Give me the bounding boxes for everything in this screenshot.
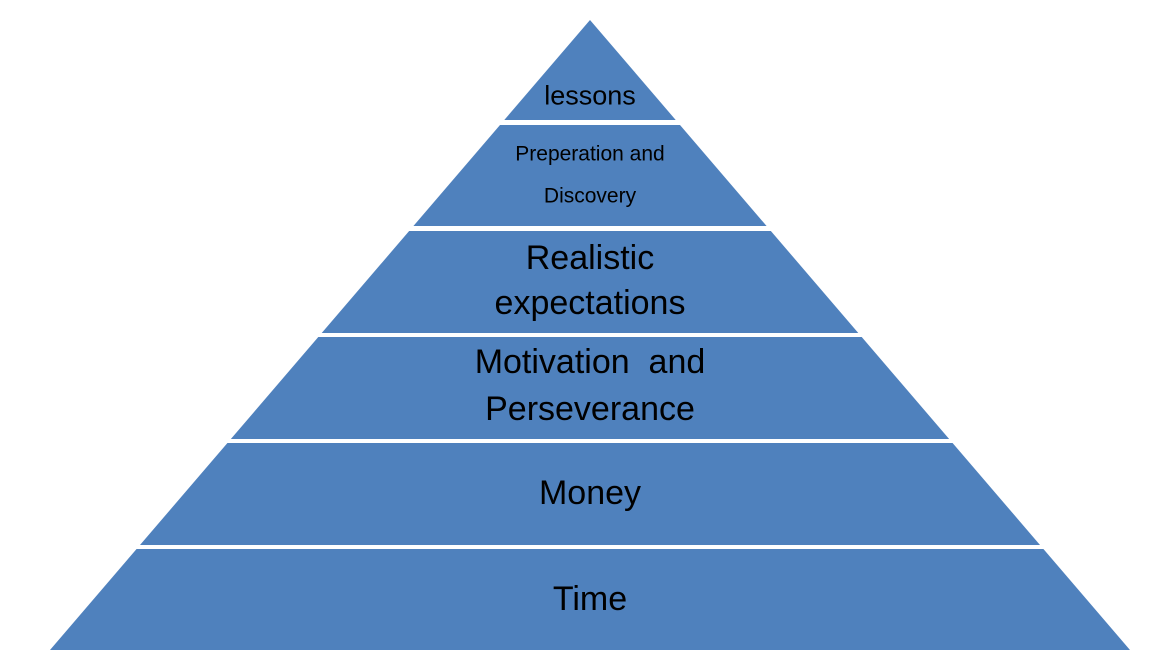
level-6-label: Time bbox=[552, 580, 628, 618]
pyramid-level-3 bbox=[321, 231, 859, 333]
level-4-label-line-1: Motivation and bbox=[474, 343, 706, 381]
level-2-label-line-2: Discovery bbox=[543, 184, 637, 208]
pyramid-level-2 bbox=[413, 125, 767, 226]
level-2-label-line-1: Preperation and bbox=[515, 142, 665, 166]
level-5-label: Money bbox=[538, 474, 642, 512]
pyramid-level-6 bbox=[50, 549, 1130, 650]
level-4-label-line-2: Perseverance bbox=[485, 390, 695, 428]
pyramid-level-1 bbox=[504, 20, 676, 120]
level-1-label-line-1: lessons bbox=[544, 80, 636, 111]
pyramid-level-4 bbox=[230, 337, 950, 439]
pyramid-level-5 bbox=[140, 443, 1040, 545]
level-3-label-line-1: Realistic bbox=[525, 239, 655, 277]
level-3-label-line-2: expectations bbox=[494, 284, 686, 322]
